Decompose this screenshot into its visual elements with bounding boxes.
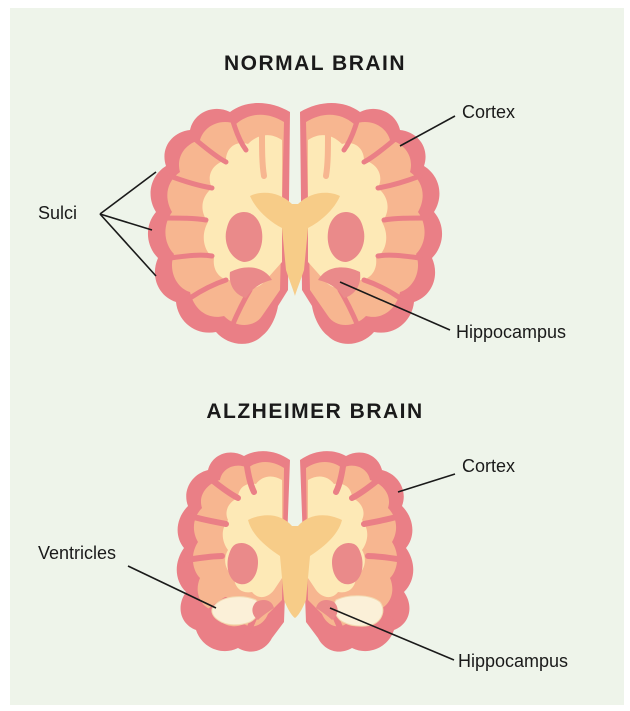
alzheimer-cortex-label: Cortex — [462, 456, 515, 477]
alzheimer-brain-illustration — [177, 451, 414, 652]
alzheimer-brain-title: ALZHEIMER BRAIN — [0, 400, 630, 424]
alzheimer-hippocampus-label: Hippocampus — [458, 651, 568, 672]
alzheimer-cortex-leader — [398, 474, 455, 492]
normal-right-hemisphere — [300, 103, 442, 344]
alzheimer-deep-nucleus-left — [228, 543, 259, 584]
sulci-label: Sulci — [38, 203, 77, 224]
normal-cortex-leader — [400, 116, 455, 146]
normal-cortex-label: Cortex — [462, 102, 515, 123]
normal-brain-title: NORMAL BRAIN — [0, 52, 630, 76]
normal-sulci-leader-1 — [100, 172, 156, 214]
normal-hippocampus-label: Hippocampus — [456, 322, 566, 343]
alzheimer-deep-nucleus-right — [332, 543, 363, 584]
ventricles-label: Ventricles — [38, 543, 116, 564]
normal-left-hemisphere — [148, 103, 290, 344]
